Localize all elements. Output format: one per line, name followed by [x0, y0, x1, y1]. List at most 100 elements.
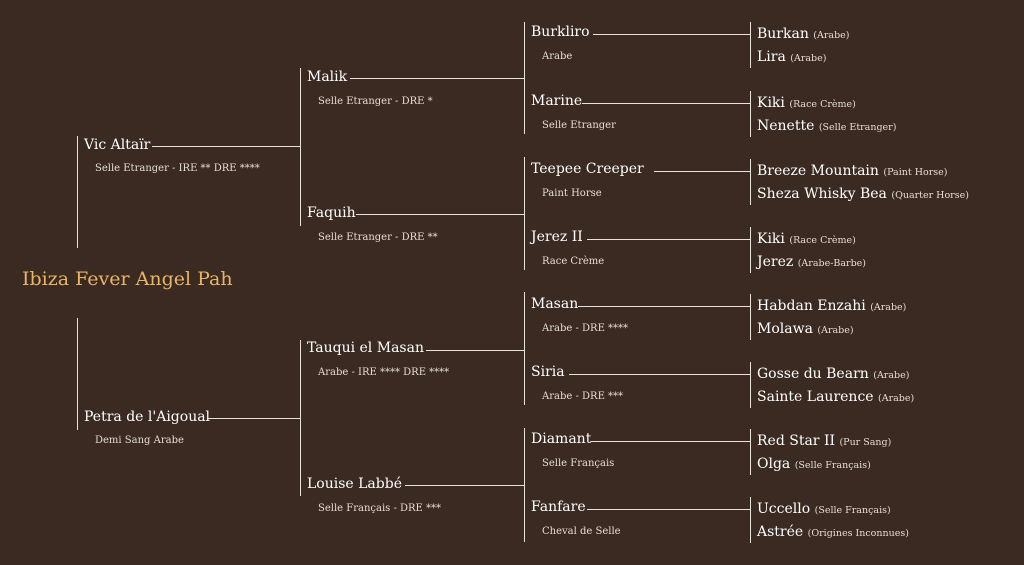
connector-line [591, 441, 750, 442]
great-great-grandparent: Lira (Arabe) [757, 49, 826, 67]
bracket-line [300, 68, 301, 226]
grandparent-name: Tauqui el Masan [307, 340, 424, 356]
great-great-grandparent: Astrée (Origines Inconnues) [757, 524, 909, 542]
connector-line [356, 214, 524, 215]
great-grandparent-name: Diamant [531, 431, 592, 447]
ancestor-breed: (Arabe) [790, 53, 827, 64]
connector-line [578, 306, 750, 307]
great-great-grandparent: Kiki (Race Crème) [757, 95, 856, 113]
great-great-grandparent: Olga (Selle Français) [757, 456, 871, 474]
great-great-grandparent: Sainte Laurence (Arabe) [757, 389, 914, 407]
connector-line [654, 171, 750, 172]
ancestor-breed: (Arabe) [878, 393, 915, 404]
connector-line [208, 418, 300, 419]
great-great-grandparent: Habdan Enzahi (Arabe) [757, 298, 906, 316]
great-grandparent-name: Jerez II [531, 229, 583, 245]
grandparent-info: Selle Français - DRE *** [318, 503, 442, 514]
great-grandparent-name: Fanfare [531, 499, 586, 515]
bracket-line [750, 362, 751, 408]
ancestor-name: Breeze Mountain [757, 163, 879, 179]
great-great-grandparent: Gosse du Bearn (Arabe) [757, 366, 909, 384]
great-great-grandparent: Nenette (Selle Etranger) [757, 118, 896, 136]
great-grandparent-name: Teepee Creeper [531, 161, 644, 177]
ancestor-breed: (Paint Horse) [883, 167, 948, 178]
ancestor-name: Sheza Whisky Bea [757, 186, 887, 202]
great-grandparent-name: Marine [531, 93, 583, 109]
bracket-line [750, 429, 751, 475]
ancestor-breed: (Arabe-Barbe) [797, 258, 866, 269]
great-great-grandparent: Sheza Whisky Bea (Quarter Horse) [757, 186, 969, 204]
subject-name: Ibiza Fever Angel Pah [22, 268, 233, 290]
ancestor-name: Lira [757, 49, 786, 65]
great-great-grandparent: Uccello (Selle Français) [757, 501, 891, 519]
bracket-line [750, 91, 751, 137]
connector-line [569, 374, 750, 375]
ancestor-breed: (Selle Français) [794, 460, 871, 471]
bracket-line [750, 497, 751, 543]
ancestor-name: Habdan Enzahi [757, 298, 866, 314]
bracket-line [77, 136, 78, 248]
great-grandparent-info: Paint Horse [542, 188, 602, 199]
ancestor-name: Gosse du Bearn [757, 366, 869, 382]
connector-line [405, 485, 524, 486]
great-grandparent-info: Arabe - DRE **** [542, 323, 629, 334]
great-grandparent-name: Burkliro [531, 24, 590, 40]
ancestor-name: Olga [757, 456, 791, 472]
ancestor-name: Molawa [757, 321, 813, 337]
connector-line [587, 239, 750, 240]
ancestor-name: Red Star II [757, 433, 836, 449]
ancestor-name: Nenette [757, 118, 815, 134]
ancestor-name: Uccello [757, 501, 811, 517]
bracket-line [524, 428, 525, 542]
grandparent-info: Arabe - IRE **** DRE **** [318, 367, 450, 378]
great-grandparent-info: Race Crème [542, 256, 605, 267]
ancestor-breed: (Arabe) [817, 325, 854, 336]
ancestor-name: Kiki [757, 95, 785, 111]
bracket-line [750, 227, 751, 273]
ancestor-breed: (Origines Inconnues) [807, 528, 909, 539]
great-grandparent-info: Arabe [542, 51, 573, 62]
ancestor-breed: (Arabe) [813, 30, 850, 41]
great-grandparent-info: Cheval de Selle [542, 526, 621, 537]
ancestor-breed: (Race Crème) [789, 99, 856, 110]
bracket-line [300, 340, 301, 496]
great-great-grandparent: Red Star II (Pur Sang) [757, 433, 891, 451]
bracket-line [524, 292, 525, 405]
bracket-line [77, 318, 78, 430]
ancestor-breed: (Arabe) [870, 302, 907, 313]
bracket-line [750, 159, 751, 205]
ancestor-breed: (Arabe) [873, 370, 910, 381]
ancestor-breed: (Quarter Horse) [891, 190, 969, 201]
grandparent-name: Faquih [307, 205, 356, 221]
parent-info: Demi Sang Arabe [95, 435, 184, 446]
great-great-grandparent: Burkan (Arabe) [757, 26, 849, 44]
parent-name: Vic Altaïr [84, 137, 151, 153]
bracket-line [524, 22, 525, 134]
bracket-line [524, 157, 525, 270]
great-great-grandparent: Molawa (Arabe) [757, 321, 854, 339]
ancestor-breed: (Race Crème) [789, 235, 856, 246]
great-great-grandparent: Kiki (Race Crème) [757, 231, 856, 249]
ancestor-name: Sainte Laurence [757, 389, 874, 405]
grandparent-info: Selle Etranger - DRE ** [318, 232, 438, 243]
ancestor-breed: (Selle Français) [814, 505, 891, 516]
grandparent-name: Malik [307, 69, 348, 85]
great-grandparent-name: Masan [531, 296, 579, 312]
great-grandparent-name: Siria [531, 364, 565, 380]
ancestor-name: Kiki [757, 231, 785, 247]
connector-line [152, 146, 300, 147]
parent-name: Petra de l'Aigoual [84, 409, 211, 425]
great-grandparent-info: Selle Français [542, 458, 615, 469]
great-grandparent-info: Arabe - DRE *** [542, 391, 624, 402]
connector-line [582, 103, 750, 104]
bracket-line [750, 22, 751, 68]
ancestor-name: Jerez [757, 254, 794, 270]
parent-info: Selle Etranger - IRE ** DRE **** [95, 163, 260, 174]
great-great-grandparent: Jerez (Arabe-Barbe) [757, 254, 866, 272]
grandparent-name: Louise Labbé [307, 476, 402, 492]
connector-line [350, 78, 524, 79]
great-great-grandparent: Breeze Mountain (Paint Horse) [757, 163, 947, 181]
ancestor-name: Astrée [757, 524, 804, 540]
ancestor-breed: (Selle Etranger) [818, 122, 897, 133]
